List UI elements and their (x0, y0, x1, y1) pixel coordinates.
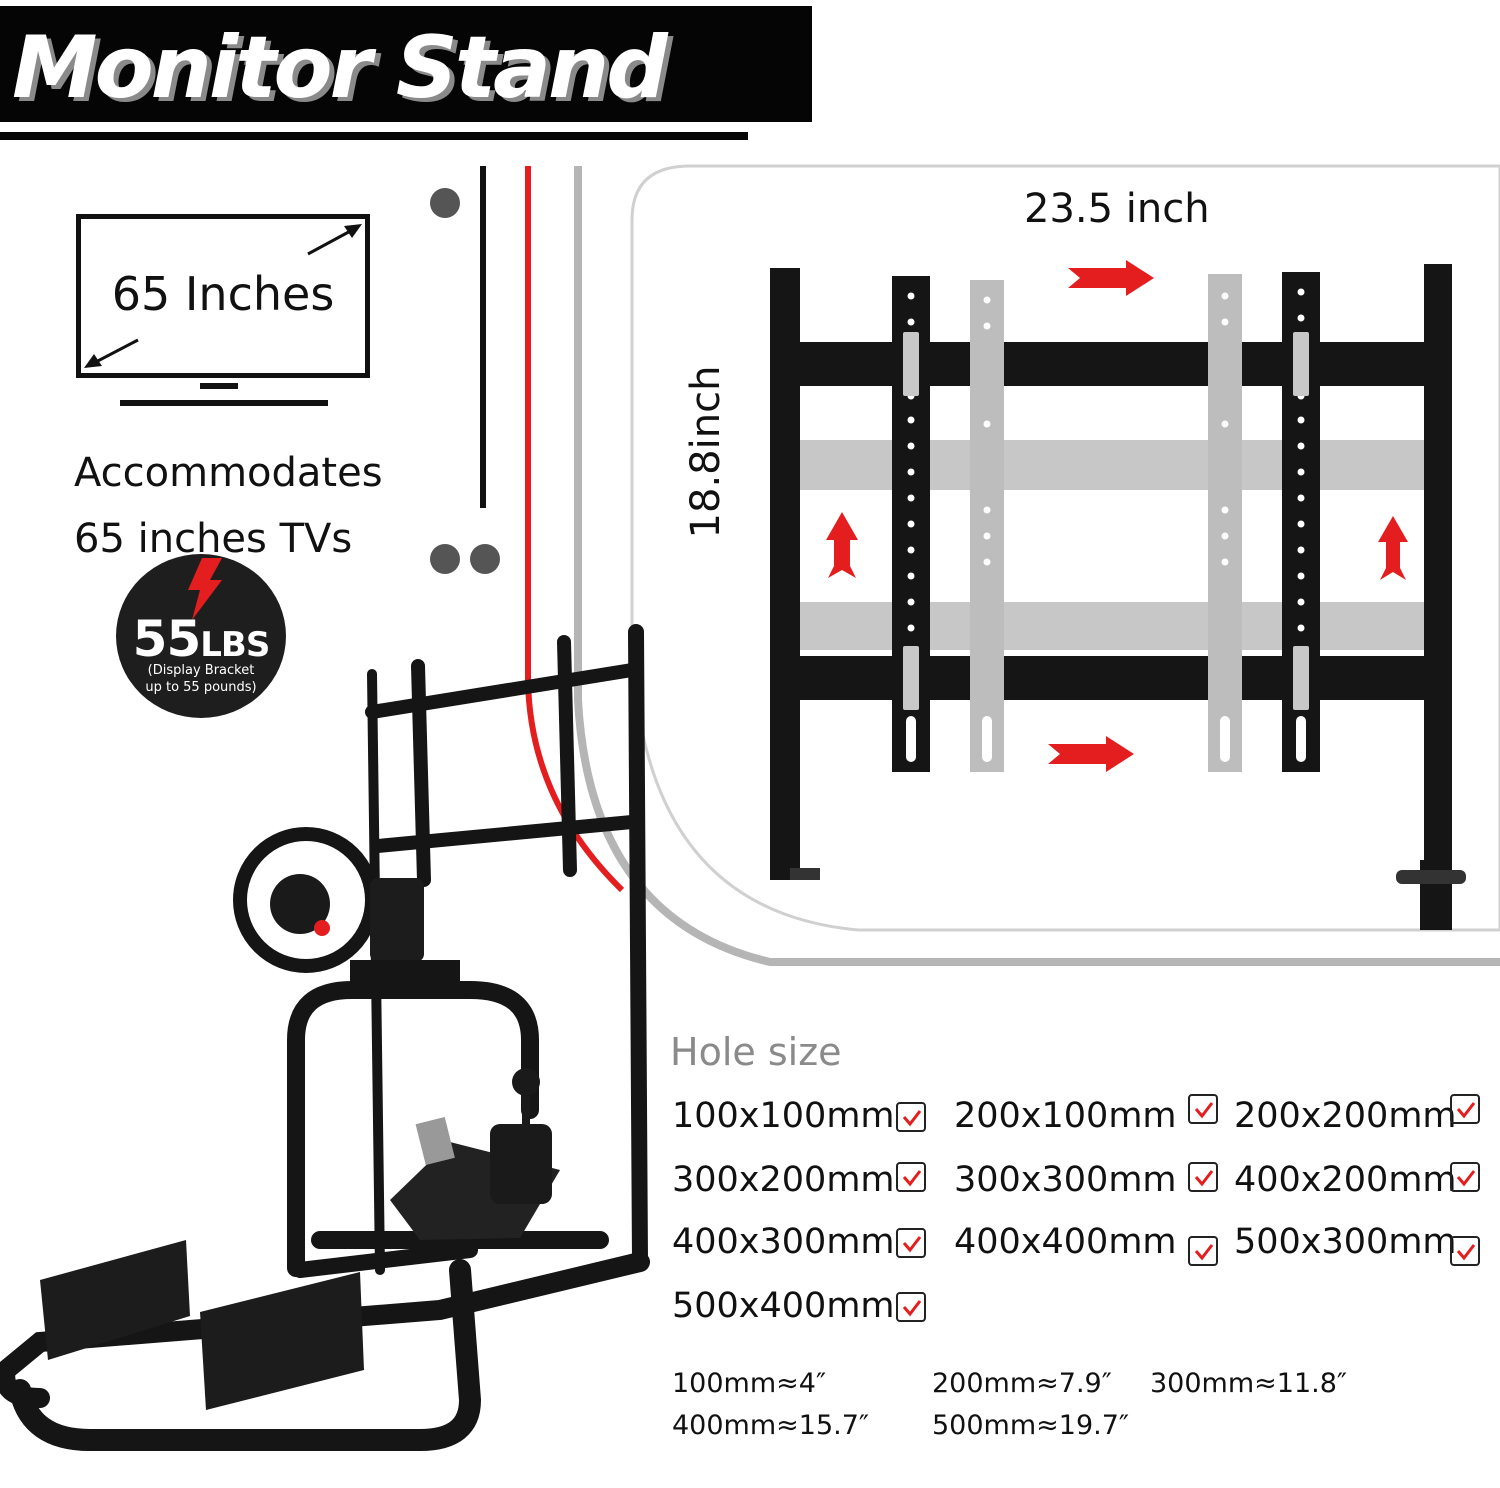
height-dimension: 18.8inch (683, 365, 729, 539)
conversion-text: 200mm≈7.9″ (932, 1368, 1112, 1399)
checkbox-check-icon (896, 1102, 926, 1132)
width-dimension: 23.5 inch (1024, 186, 1210, 232)
capacity-line-1: Accommodates (74, 450, 383, 496)
hole-size-item: 100x100mm (672, 1096, 895, 1136)
page-title: Monitor Stand (12, 18, 668, 118)
tv-stand-base (120, 400, 328, 406)
checkbox-check-icon (1450, 1162, 1480, 1192)
weight-value: 55LBS (132, 610, 271, 668)
checkbox-check-icon (1188, 1094, 1218, 1124)
hole-size-item: 400x300mm (672, 1222, 895, 1262)
conversion-text: 500mm≈19.7″ (932, 1410, 1129, 1441)
hole-size-title: Hole size (670, 1030, 842, 1074)
hole-size-item: 300x200mm (672, 1160, 895, 1200)
decorative-dot (430, 544, 460, 574)
checkbox-check-icon (896, 1228, 926, 1258)
hole-size-item: 400x200mm (1234, 1160, 1457, 1200)
decorative-dot (430, 188, 460, 218)
checkbox-check-icon (896, 1292, 926, 1322)
hole-size-item: 300x300mm (954, 1160, 1177, 1200)
conversion-text: 300mm≈11.8″ (1150, 1368, 1347, 1399)
hole-size-item: 500x300mm (1234, 1222, 1457, 1262)
hole-size-item: 200x100mm (954, 1096, 1177, 1136)
hole-size-item: 400x400mm (954, 1222, 1177, 1262)
checkbox-check-icon (1450, 1236, 1480, 1266)
tv-icon: 65 Inches (76, 214, 370, 378)
hole-size-item: 500x400mm (672, 1286, 895, 1326)
diagonal-arrow-icon (307, 224, 362, 256)
tv-stand-notch (200, 383, 238, 389)
title-underline (0, 132, 748, 140)
checkbox-check-icon (1188, 1162, 1218, 1192)
weight-badge: 55LBS (Display Bracket up to 55 pounds) (116, 554, 286, 718)
diagonal-arrow-icon (84, 338, 139, 368)
checkbox-check-icon (896, 1162, 926, 1192)
conversion-text: 400mm≈15.7″ (672, 1410, 869, 1441)
decorative-dot (470, 544, 500, 574)
checkbox-check-icon (1450, 1094, 1480, 1124)
weight-note: (Display Bracket up to 55 pounds) (145, 663, 257, 695)
tv-size-label: 65 Inches (111, 267, 335, 321)
lightning-bolt-icon (188, 558, 222, 620)
conversion-text: 100mm≈4″ (672, 1368, 827, 1399)
hole-size-item: 200x200mm (1234, 1096, 1457, 1136)
title-banner: Monitor Stand (0, 6, 812, 122)
checkbox-check-icon (1188, 1236, 1218, 1266)
